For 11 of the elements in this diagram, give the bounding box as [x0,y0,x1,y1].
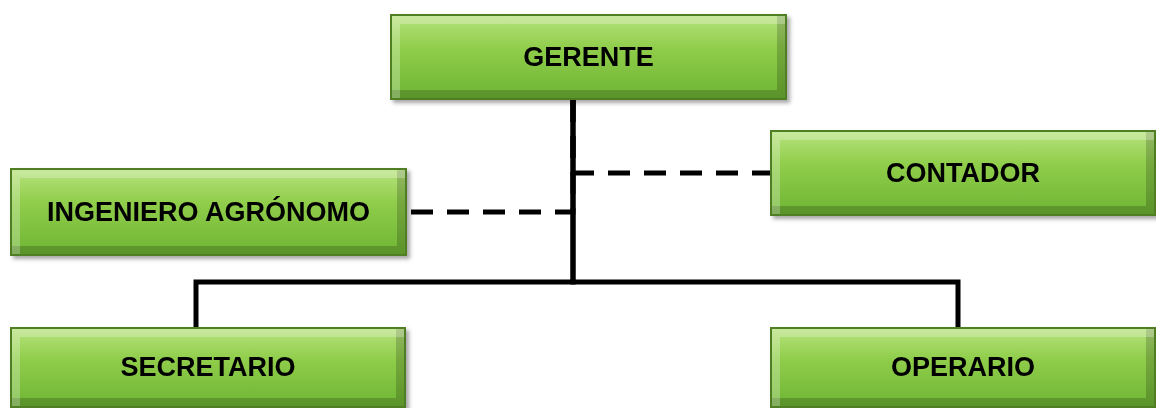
position-box [770,130,1156,216]
position-box [10,327,406,408]
position-box [10,168,407,256]
position-title: GERENTE [522,42,655,72]
position-title: CONTADOR [885,158,1041,188]
position-title: SECRETARIO [119,353,297,382]
position-title: INGENIERO AGRÓNOMO [46,197,371,227]
position-title: OPERARIO [890,353,1036,382]
position-box [390,14,787,100]
dashed-connector [570,100,770,176]
position-box [770,327,1156,408]
